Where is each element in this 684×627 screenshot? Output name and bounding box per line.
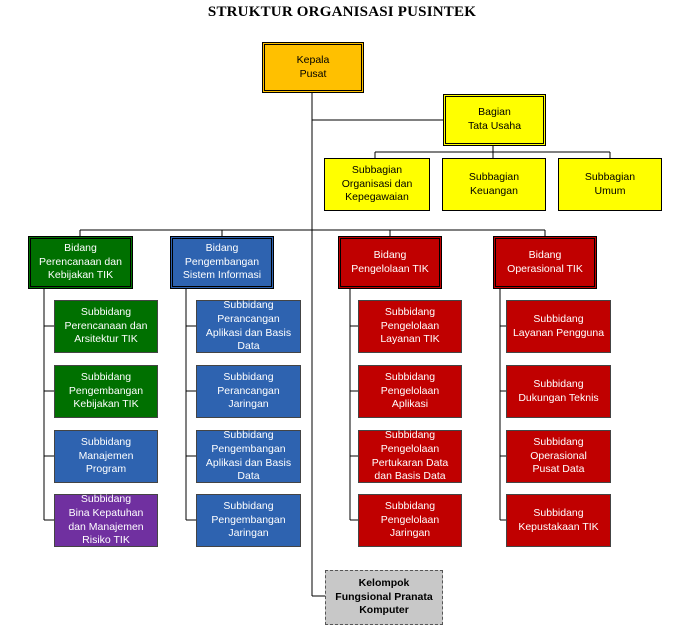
- kelompok-fungsional-box: Kelompok Fungsional Pranata Komputer: [325, 570, 443, 625]
- subbidang-box: Subbidang Operasional Pusat Data: [506, 430, 611, 483]
- subbidang-label: Subbidang Pengelolaan Pertukaran Data da…: [371, 429, 449, 483]
- subbidang-box: Subbidang Perancangan Aplikasi dan Basis…: [196, 299, 301, 353]
- bagian-tata-usaha-label: Bagian Tata Usaha: [467, 106, 522, 132]
- bidang-pengembangan-box: Bidang Pengembangan Sistem Informasi: [170, 236, 274, 289]
- bidang-pengelolaan-box: Bidang Pengelolaan TIK: [338, 236, 442, 289]
- subbidang-label: Subbidang Bina Kepatuhan dan Manajemen R…: [68, 493, 144, 547]
- bidang-label: Bidang Pengembangan Sistem Informasi: [182, 242, 262, 282]
- subbidang-label: Subbidang Perancangan Aplikasi dan Basis…: [205, 299, 292, 353]
- subbidang-label: Subbidang Dukungan Teknis: [518, 377, 599, 404]
- subbidang-label: Subbidang Pengelolaan Layanan TIK: [380, 306, 440, 346]
- subbagian-keuangan-box: Subbagian Keuangan: [442, 158, 546, 211]
- subbidang-box: Subbidang Pengelolaan Layanan TIK: [358, 300, 462, 353]
- subbagian-label: Subbagian Organisasi dan Kepegawaian: [341, 164, 413, 204]
- subbidang-label: Subbidang Kepustakaan TIK: [518, 506, 599, 533]
- subbidang-label: Subbidang Pengembangan Kebijakan TIK: [68, 371, 144, 411]
- subbidang-box: Subbidang Kepustakaan TIK: [506, 494, 611, 547]
- subbidang-box: Subbidang Pengelolaan Jaringan: [358, 494, 462, 547]
- subbidang-box: Subbidang Pengembangan Aplikasi dan Basi…: [196, 429, 301, 483]
- bidang-label: Bidang Operasional TIK: [507, 248, 583, 275]
- subbidang-box: Subbidang Layanan Pengguna: [506, 300, 611, 353]
- subbidang-label: Subbidang Pengembangan Aplikasi dan Basi…: [205, 429, 292, 483]
- subbidang-box: Subbidang Perencanaan dan Arsitektur TIK: [54, 300, 158, 353]
- subbidang-label: Subbidang Pengelolaan Jaringan: [380, 500, 440, 540]
- subbagian-label: Subbagian Keuangan: [468, 170, 520, 197]
- subbagian-umum-box: Subbagian Umum: [558, 158, 662, 211]
- subbidang-label: Subbidang Perancangan Jaringan: [217, 371, 280, 411]
- subbidang-box: Subbidang Perancangan Jaringan: [196, 365, 301, 418]
- subbidang-label: Subbidang Perencanaan dan Arsitektur TIK: [64, 306, 148, 346]
- chart-title: STRUKTUR ORGANISASI PUSINTEK: [207, 4, 477, 20]
- kepala-pusat-box: Kepala Pusat: [262, 42, 364, 93]
- subbidang-box: Subbidang Manajemen Program: [54, 430, 158, 483]
- kepala-pusat-label: Kepala Pusat: [296, 53, 330, 80]
- subbidang-box: Subbidang Bina Kepatuhan dan Manajemen R…: [54, 493, 158, 547]
- kelompok-label: Kelompok Fungsional Pranata Komputer: [335, 577, 433, 617]
- subbidang-box: Subbidang Dukungan Teknis: [506, 365, 611, 418]
- bidang-operasional-box: Bidang Operasional TIK: [493, 236, 597, 289]
- subbidang-box: Subbidang Pengelolaan Aplikasi: [358, 365, 462, 418]
- subbidang-label: Subbidang Layanan Pengguna: [512, 312, 605, 339]
- subbidang-label: Subbidang Pengelolaan Aplikasi: [380, 371, 440, 411]
- bidang-perencanaan-box: Bidang Perencanaan dan Kebijakan TIK: [28, 236, 133, 289]
- subbidang-label: Subbidang Pengembangan Jaringan: [211, 500, 286, 540]
- bagian-tata-usaha-box: Bagian Tata Usaha: [443, 94, 546, 146]
- bidang-label: Bidang Perencanaan dan Kebijakan TIK: [39, 242, 122, 282]
- bidang-label: Bidang Pengelolaan TIK: [351, 248, 429, 275]
- subbagian-label: Subbagian Umum: [584, 170, 636, 197]
- subbidang-box: Subbidang Pengembangan Kebijakan TIK: [54, 365, 158, 418]
- subbidang-box: Subbidang Pengelolaan Pertukaran Data da…: [358, 429, 462, 483]
- subbidang-label: Subbidang Operasional Pusat Data: [530, 436, 587, 476]
- subbagian-organisasi-box: Subbagian Organisasi dan Kepegawaian: [324, 158, 430, 211]
- subbidang-box: Subbidang Pengembangan Jaringan: [196, 494, 301, 547]
- subbidang-label: Subbidang Manajemen Program: [78, 436, 134, 476]
